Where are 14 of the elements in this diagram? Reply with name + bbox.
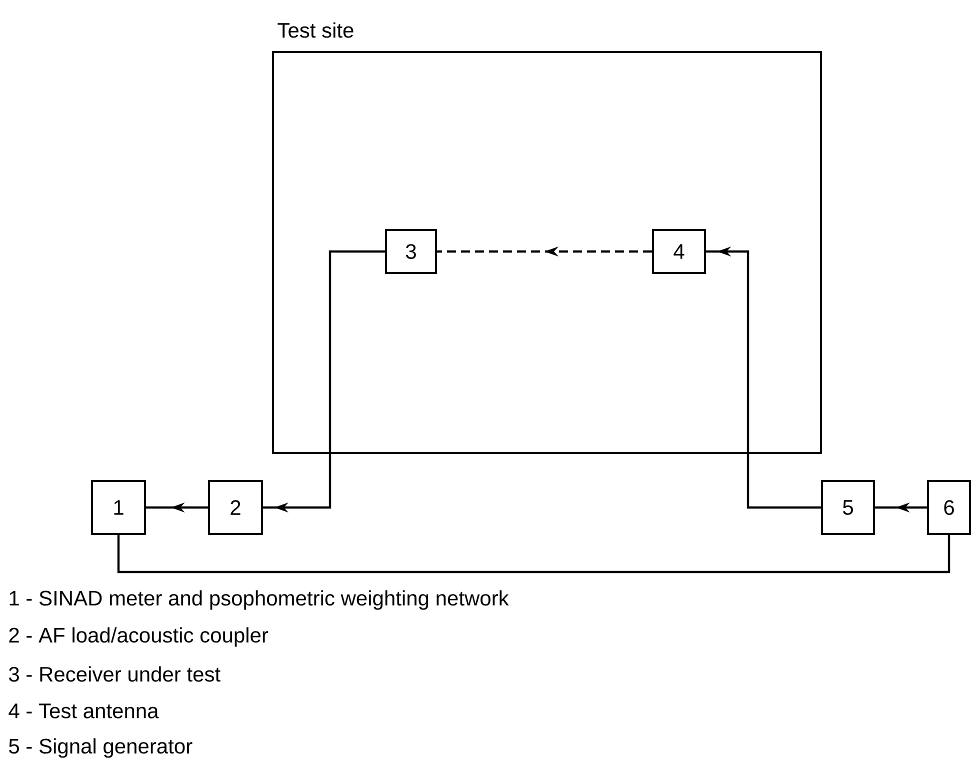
legend-text: 2 - AF load/acoustic coupler <box>9 627 268 647</box>
legend-text: 5 - Signal generator <box>9 738 192 758</box>
numbered-box: 1 <box>91 480 146 535</box>
legend-text: 4 - Test antenna <box>8 704 159 718</box>
legend-text: 1 - SINAD meter and psophometric weighting network <box>10 590 509 610</box>
numbered-box: 3 <box>385 229 437 274</box>
numbered-box: 4 <box>652 229 706 274</box>
connector-line <box>117 535 950 574</box>
legend-text: 3 - Receiver under test <box>9 666 220 682</box>
arrow <box>263 250 385 513</box>
numbered-box: 2 <box>208 480 263 535</box>
numbered-box: 6 <box>927 480 971 535</box>
numbered-box: 5 <box>821 480 875 535</box>
node-label: Test site <box>278 22 354 38</box>
